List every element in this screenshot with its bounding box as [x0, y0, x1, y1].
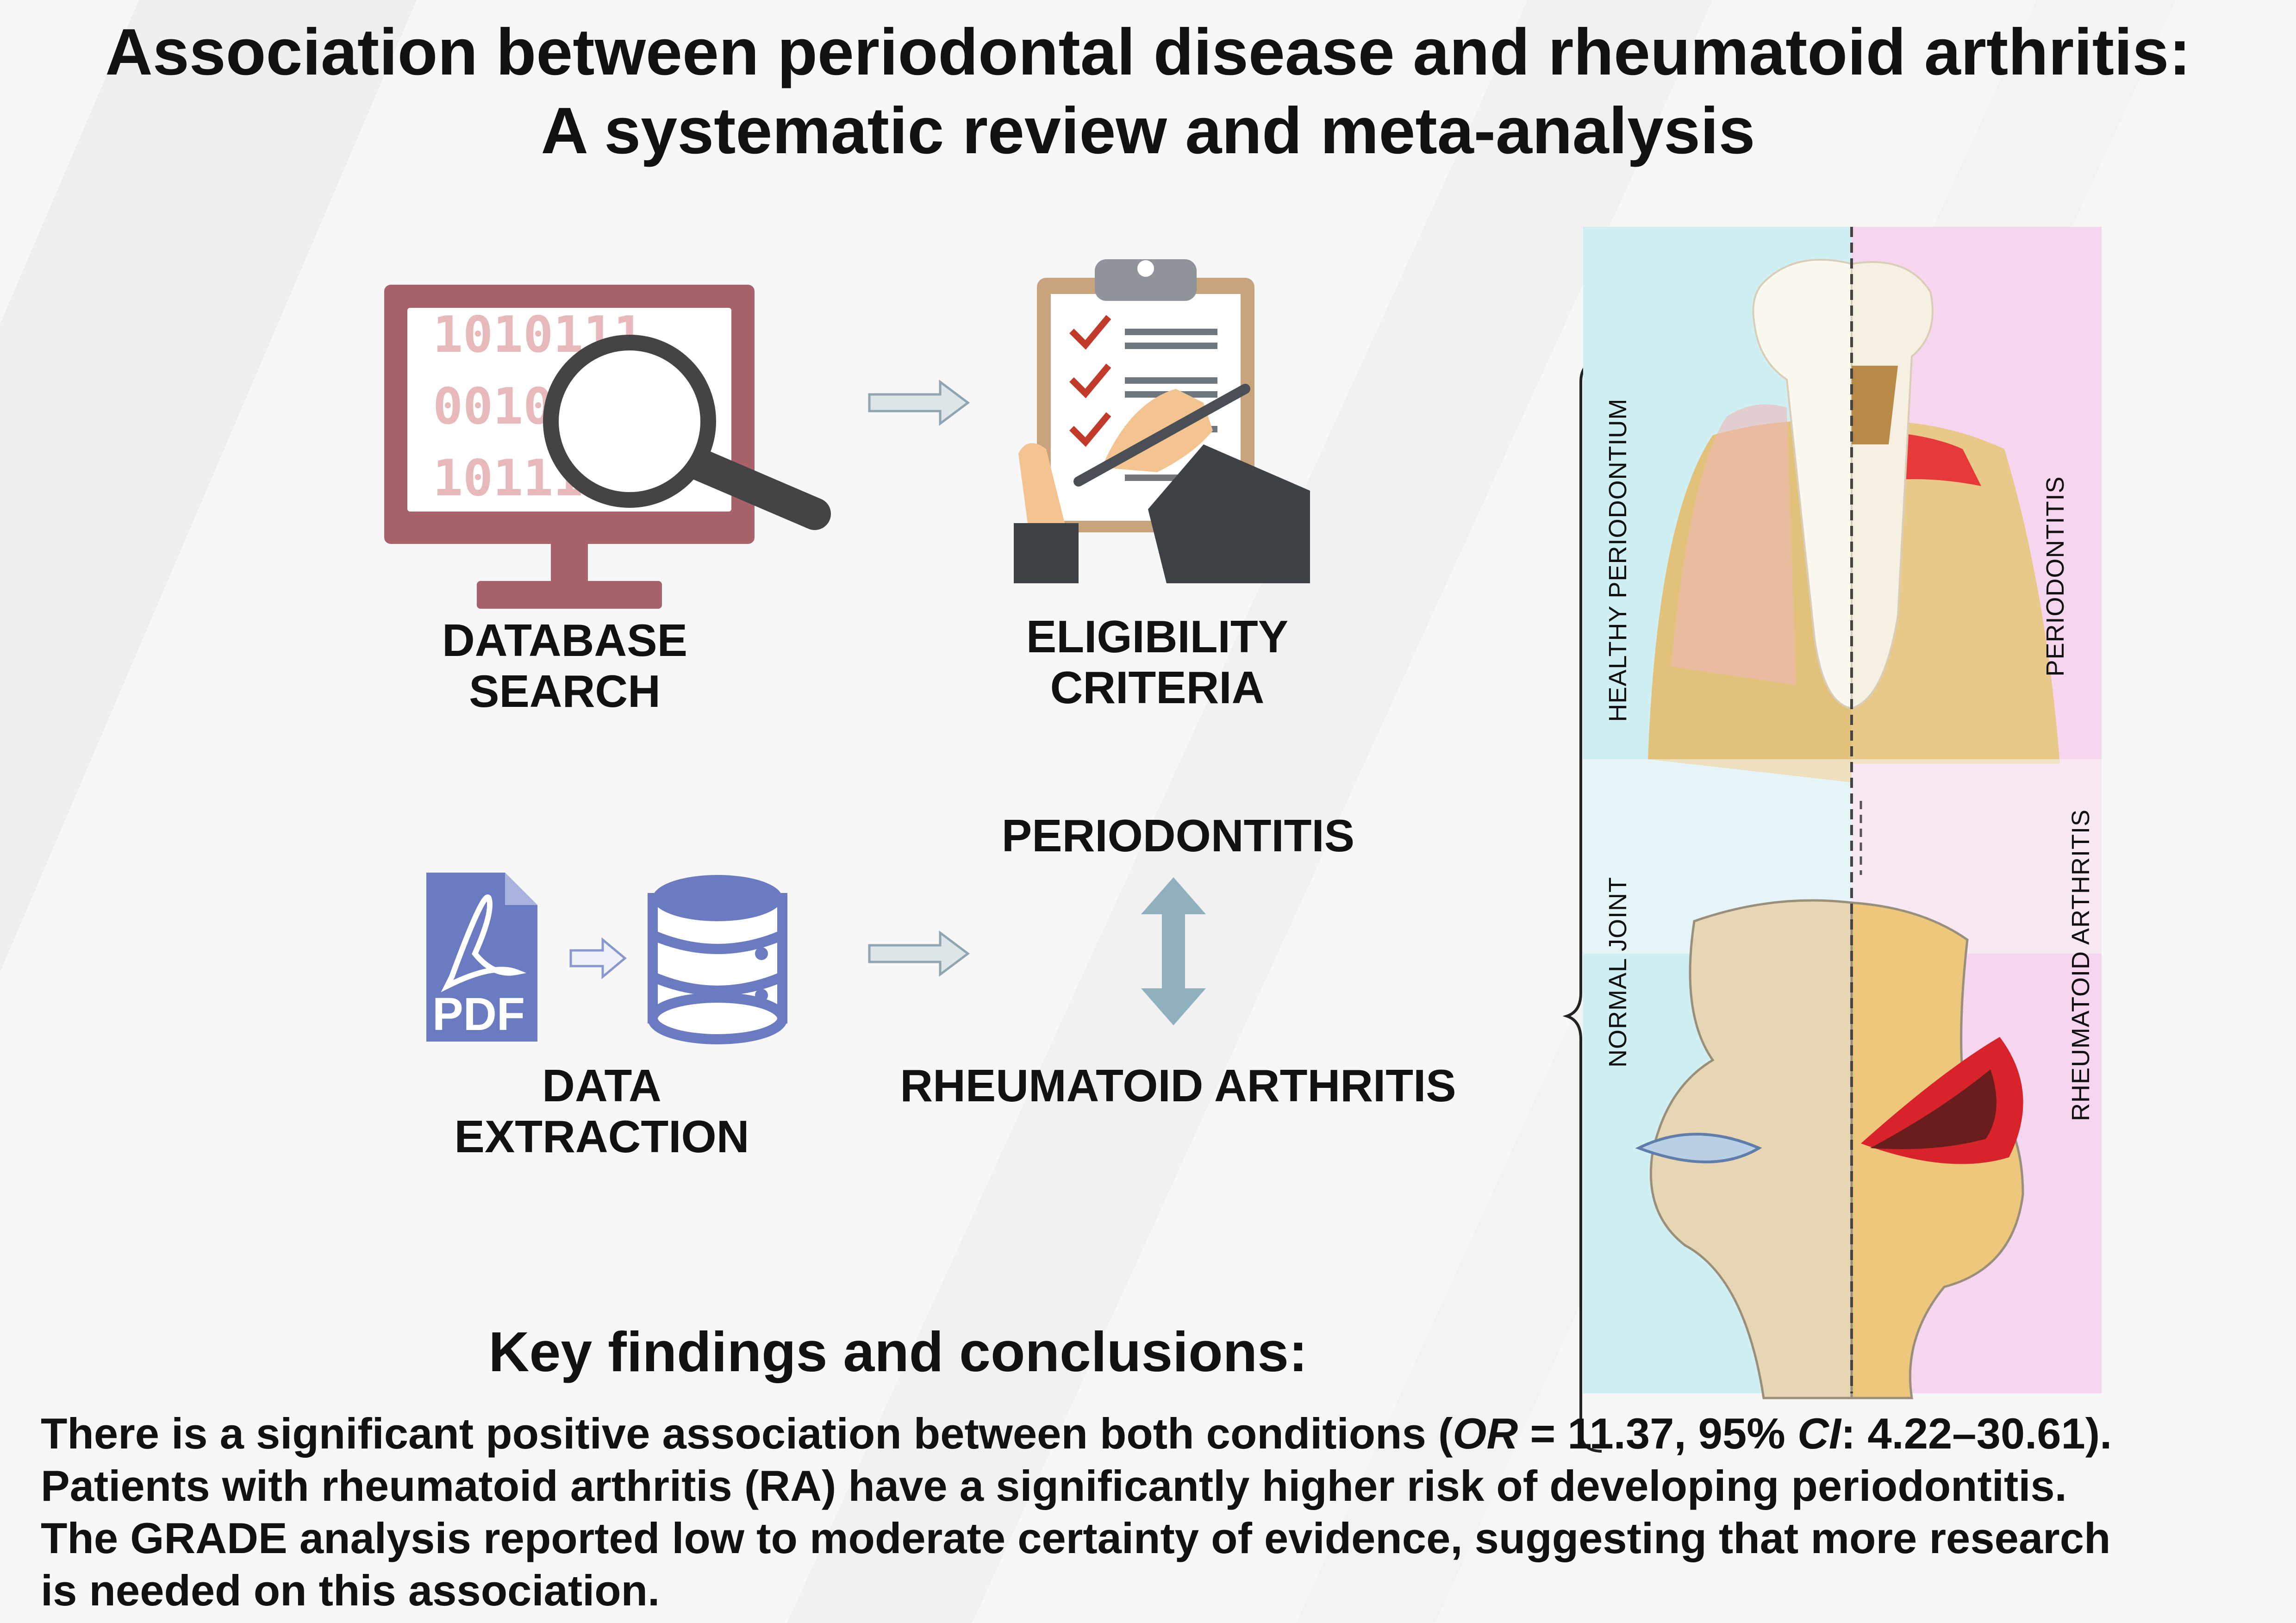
- findings-sentence-3a: The GRADE analysis reported low to moder…: [41, 1514, 2111, 1562]
- double-arrow-icon: [1141, 877, 1206, 1025]
- periodontium-joint-illustration: [1562, 227, 2102, 1453]
- magnifier-handle: [669, 442, 831, 530]
- title-line-1: Association between periodontal disease …: [105, 15, 2191, 89]
- database-search-label: DATABASE SEARCH: [442, 615, 687, 717]
- database-icon: [648, 875, 787, 1044]
- pdf-label: PDF: [432, 988, 525, 1040]
- association-top-label: PERIODONTITIS: [1001, 810, 1355, 861]
- rheumatoid-arthritis-side-label: RHEUMATOID ARTHRITIS: [2067, 809, 2095, 1122]
- findings-text: There is a significant positive associat…: [41, 1407, 2263, 1617]
- magnifier-lens: [543, 335, 716, 508]
- data-extraction-label: DATA EXTRACTION: [454, 1060, 749, 1162]
- computer-search-icon: 1010111 001011 1011111: [384, 285, 831, 609]
- eligibility-criteria-label: ELIGIBILITY CRITERIA: [1026, 611, 1289, 713]
- findings-sentence-2: Patients with rheumatoid arthritis (RA) …: [41, 1461, 2067, 1510]
- page-title: Association between periodontal disease …: [0, 13, 2296, 170]
- arrow-right-icon: [868, 380, 970, 426]
- findings-heading: Key findings and conclusions:: [488, 1320, 1308, 1383]
- periodontitis-side-label: PERIODONTITIS: [2041, 476, 2069, 677]
- arrow-right-icon: [868, 930, 970, 977]
- title-line-2: A systematic review and meta-analysis: [541, 94, 1755, 168]
- findings-sentence-3b: is needed on this association.: [41, 1566, 660, 1615]
- clipboard-checklist-icon: [1014, 259, 1310, 583]
- findings-sentence-1: There is a significant positive associat…: [41, 1409, 2112, 1458]
- normal-joint-label: NORMAL JOINT: [1604, 876, 1632, 1068]
- arrow-right-small-icon: [569, 937, 627, 980]
- pdf-file-icon: PDF: [426, 873, 537, 1042]
- healthy-periodontium-label: HEALTHY PERIODONTIUM: [1604, 398, 1632, 722]
- association-bottom-label: RHEUMATOID ARTHRITIS: [900, 1060, 1456, 1111]
